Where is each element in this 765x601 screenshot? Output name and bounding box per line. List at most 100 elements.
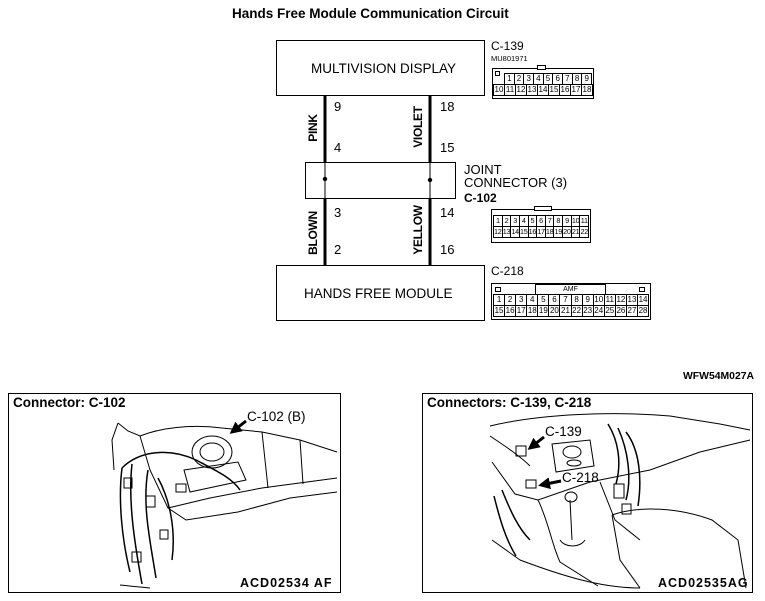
connector-pin-cell: 8 [554,216,564,226]
pin-number: 3 [334,205,342,220]
figure-reference-code: ACD02534 AF [240,576,333,590]
connector-pin-cell: 3 [524,74,535,84]
connector-pin-cell: 13 [527,85,538,95]
connector-pin-cell: 22 [580,227,588,236]
pin-number: 2 [334,242,342,257]
connector-pin-cell: 23 [583,306,594,316]
illustration-connector [613,483,625,499]
connector-pin-cell: 5 [544,74,554,84]
connector-pin-cell: 26 [616,306,627,316]
connector-pin-cell: 3 [516,295,528,305]
illustration-stroke [551,439,595,473]
connector-pin-cell: 11 [505,85,516,95]
connector-pin-cell: 9 [584,74,589,83]
illustration-connector [621,503,632,515]
illustration-stroke [183,461,247,493]
connector-c139-label: C-139 [491,39,524,53]
connector-pin-cell: 13 [627,295,639,305]
illustration-stroke [111,422,119,471]
connector-pin-cell: 12 [494,227,503,237]
illustration-stroke [139,435,338,509]
connector-location-figure-c102: Connector: C-102 C-102 (B) ACD02534 AF [8,393,341,593]
joint-connector-label-line2: CONNECTOR (3) [464,175,568,190]
connector-pin-cell: 15 [519,227,529,237]
connector-pin-cell: 1 [494,216,503,226]
callout-arrow-c218 [538,477,562,490]
connector-pin-cell: 6 [553,74,564,84]
illustration-stroke [191,435,233,469]
callout-label-c102: C-102 (B) [247,409,306,424]
illustration-connector [145,495,156,508]
connector-latch [639,287,645,292]
connector-c218-label: C-218 [491,264,524,278]
connector-latch [534,206,552,211]
pin-number: 16 [440,242,455,257]
illustration-stroke [489,435,641,589]
connector-pin-cell: 1 [494,295,506,305]
connector-pin-cell: 19 [538,306,550,316]
connector-pin-cell: 2 [503,216,512,226]
connector-pin-cell: 20 [549,306,561,316]
connector-pin-cell: 6 [549,295,561,305]
illustration-connector [131,551,142,563]
connector-pin-cell: 5 [529,216,538,226]
illustration-stroke [537,481,641,587]
hands-free-module-label: HANDS FREE MODULE [304,286,453,301]
connector-pin-cell: 14 [538,85,549,95]
connector-pin-cell: 9 [563,216,572,226]
illustration-connector [123,477,133,489]
connector-pin-cell: 8 [572,295,583,305]
dashboard-illustration-c102 [111,422,338,589]
illustration-stroke [119,584,151,589]
connector-pin-cell: 7 [546,216,555,226]
wire-color-text: BLOWN [306,211,320,255]
connector-pin-cell: 28 [638,306,648,315]
connector-pin-cell: 4 [520,216,529,226]
illustration-stroke [167,491,338,521]
illustration-stroke [199,442,225,462]
illustration-stroke [489,413,751,431]
connector-pin-cell: 15 [549,85,560,95]
connector-pin-cell: 7 [563,74,573,84]
illustration-stroke [117,422,338,453]
pin-number: 14 [440,205,455,220]
connector-pin-cell: 18 [545,227,555,237]
illustration-stroke [562,445,582,459]
figure-code: WFW54M027A [683,371,755,382]
pin-number: 4 [334,140,342,155]
callout-arrow-c139 [527,435,545,450]
connector-pin-cell: 11 [580,216,588,225]
illustration-stroke [611,508,747,589]
illustration-connector [525,479,537,489]
wire-color-text: PINK [306,114,320,142]
wire-color-text: VIOLET [411,106,425,148]
connector-pin-cell: 3 [511,216,520,226]
pin-number: 18 [440,99,455,114]
connector-pin-cell: 10 [594,295,605,305]
connector-pin-cell: 2 [515,74,525,84]
illustration-connector [159,529,169,540]
connector-pin-cell: 4 [527,295,539,305]
connector-pin-cell: 12 [516,85,527,95]
connector-pin-cell: 16 [528,227,538,237]
illustration-stroke [559,499,586,547]
dashboard-illustration-c139-c218 [489,413,751,589]
splice-dot-right [427,177,433,183]
connector-latch [495,287,501,292]
pin-number: 15 [440,140,455,155]
connector-c102-label: C-102 [464,191,497,205]
wire-color-text: YELLOW [411,205,425,255]
connector-pin-cell: 10 [571,216,581,226]
connector-pin-cell: 2 [505,295,517,305]
illustration-stroke [261,431,304,489]
connector-pin-cell: 17 [516,306,528,316]
connector-latch [537,65,546,70]
connector-pin-cell: 8 [573,74,583,84]
figure-reference-code: ACD02535AG [658,576,749,590]
connector-pin-cell: 14 [511,227,520,237]
connector-pin-cell: 27 [627,306,639,316]
